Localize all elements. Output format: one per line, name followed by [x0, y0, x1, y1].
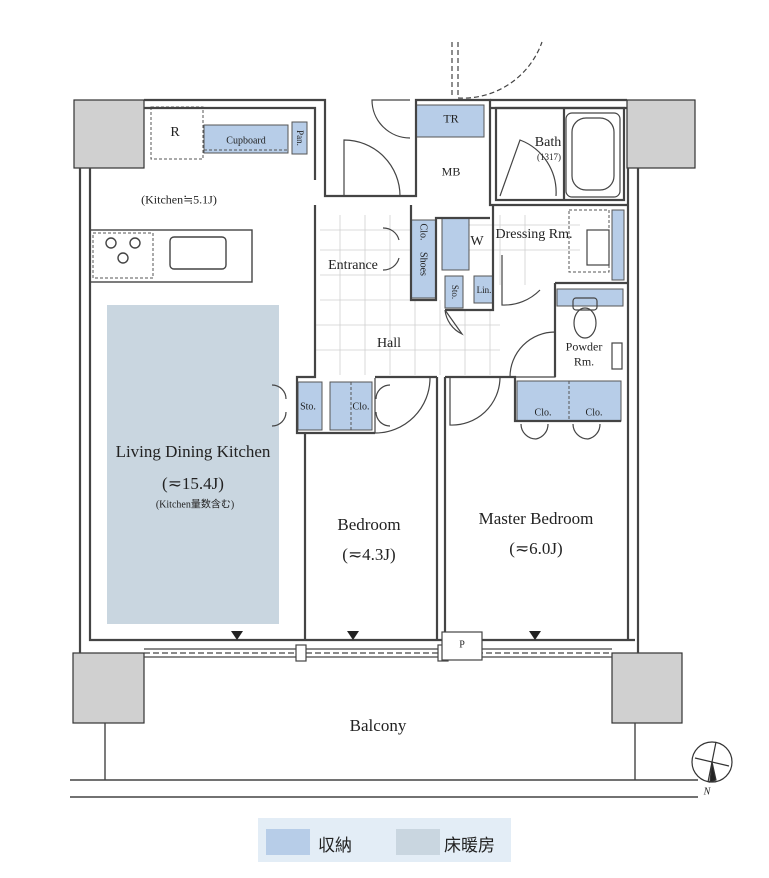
shoes-label: Shoes [417, 252, 429, 276]
door-swings [271, 99, 601, 440]
ldk-label: Living Dining Kitchen [115, 442, 271, 461]
powder-room-label: Powder [565, 339, 603, 354]
balcony-label: Balcony [349, 716, 407, 735]
hall-label: Hall [376, 336, 402, 351]
bathtub [565, 112, 621, 198]
legend: 収納 床暖房 [258, 818, 511, 862]
entrance-label: Entrance [328, 258, 378, 273]
legend-heating-label: 床暖房 [444, 836, 495, 856]
toilet [572, 297, 598, 339]
bath-size-label: (1317) [537, 152, 561, 162]
washbasin [586, 229, 623, 370]
washer-label: W [470, 234, 484, 249]
bath-label: Bath [534, 135, 562, 150]
refrigerator-label: R [170, 125, 180, 140]
legend-storage-label: 収納 [318, 836, 352, 856]
shoes-closet-label: Clo. [417, 223, 429, 241]
window-markers [231, 631, 541, 640]
columns [72, 99, 696, 724]
balcony-railing [70, 723, 698, 798]
master-bedroom-size-label: (≂6.0J) [509, 539, 563, 558]
bedroom-size-label: (≂4.3J) [342, 545, 396, 564]
legend-storage-swatch [266, 829, 310, 855]
kitchen-counter [89, 229, 253, 283]
mb-label: MB [441, 164, 461, 179]
pantry-label: Pan. [295, 130, 305, 146]
compass-north-label: N [703, 786, 711, 798]
linen-label: Lin. [476, 285, 492, 295]
hall-tile-grid [315, 215, 580, 375]
tr-label: TR [443, 111, 459, 126]
ldk-size-label: (≂15.4J) [162, 474, 224, 493]
cupboard-label: Cupboard [226, 135, 266, 147]
master-closet-label-2: Clo. [585, 407, 603, 419]
powder-room-label-2: Rm. [573, 354, 595, 369]
master-bedroom-label: Master Bedroom [478, 509, 594, 528]
dressing-room-label: Dressing Rm. [495, 227, 573, 242]
compass-icon [691, 741, 733, 783]
ldk-note-label: (Kitchen量数含む) [155, 499, 235, 511]
windows [144, 631, 612, 662]
pipe-space-label: P [459, 639, 465, 651]
bedroom-closet-label: Clo. [352, 401, 370, 413]
kitchen-label: (Kitchen≒5.1J) [141, 192, 217, 207]
floor-heating-area [107, 305, 279, 624]
storage-label: Sto. [300, 401, 316, 413]
bedroom-label: Bedroom [337, 515, 401, 534]
master-closet-label-1: Clo. [534, 407, 552, 419]
storage-fills [203, 104, 625, 431]
front-door-dashed [451, 41, 543, 99]
hall-storage-label: Sto. [450, 284, 460, 300]
legend-heating-swatch [396, 829, 440, 855]
